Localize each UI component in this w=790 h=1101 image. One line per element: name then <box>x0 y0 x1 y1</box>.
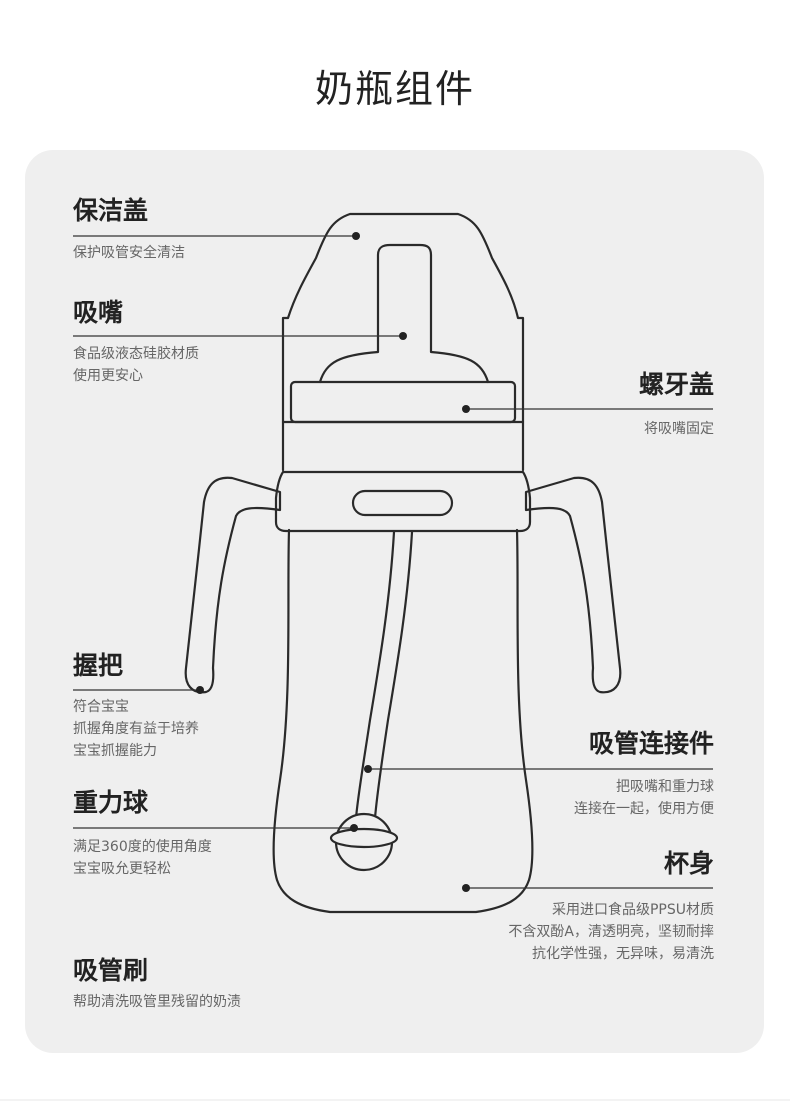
left-handle-shape <box>184 476 282 694</box>
straw-shape-inner <box>373 530 414 820</box>
screw-cap-desc-1: 将吸嘴固定 <box>644 421 714 437</box>
label-gravity-ball: 重力球 满足360度的使用角度 宝宝吸允更轻松 <box>73 788 212 880</box>
label-handle: 握把 符合宝宝 抓握角度有益于培养 宝宝抓握能力 <box>73 651 199 762</box>
body-desc-3: 抗化学性强，无异味，易清洗 <box>532 946 714 962</box>
gravity-ball-desc-2: 宝宝吸允更轻松 <box>73 861 171 877</box>
screw-collar-band <box>289 380 517 424</box>
brush-desc-1: 帮助清洗吸管里残留的奶渍 <box>73 994 241 1010</box>
collar-window-shape <box>351 489 454 517</box>
nipple-name: 吸嘴 <box>73 298 124 327</box>
screw-cap-name: 螺牙盖 <box>638 370 714 399</box>
connector-desc-2: 连接在一起，使用方便 <box>574 801 714 817</box>
nipple-desc-1: 食品级液态硅胶材质 <box>73 346 199 362</box>
straw-shape <box>354 530 396 820</box>
protective-cap-shape <box>281 212 525 472</box>
page-title: 奶瓶组件 <box>314 67 475 111</box>
label-nipple: 吸嘴 食品级液态硅胶材质 使用更安心 <box>73 298 199 387</box>
cup-body-shape <box>272 528 534 914</box>
diagram-panel <box>25 150 764 1053</box>
brush-name: 吸管刷 <box>73 956 149 985</box>
gravity-ball-name: 重力球 <box>73 788 149 817</box>
gravity-ball-ring <box>329 827 399 849</box>
label-screw-cap: 螺牙盖 将吸嘴固定 <box>639 370 714 440</box>
body-desc-2: 不含双酚A，清透明亮，坚韧耐摔 <box>508 924 714 940</box>
cap-name: 保洁盖 <box>73 196 149 225</box>
handle-desc-3: 宝宝抓握能力 <box>73 743 157 759</box>
label-connector: 吸管连接件 把吸嘴和重力球 连接在一起，使用方便 <box>574 729 714 820</box>
cap-desc-1: 保护吸管安全清洁 <box>73 245 185 261</box>
connector-desc-1: 把吸嘴和重力球 <box>616 779 714 795</box>
body-name: 杯身 <box>663 849 714 878</box>
gravity-ball-desc-1: 满足360度的使用角度 <box>73 839 212 855</box>
nipple-shape <box>318 243 490 384</box>
body-desc-1: 采用进口食品级PPSU材质 <box>551 902 714 918</box>
handle-name: 握把 <box>73 651 124 680</box>
handle-desc-2: 抓握角度有益于培养 <box>73 721 199 737</box>
label-body: 杯身 采用进口食品级PPSU材质 不含双酚A，清透明亮，坚韧耐摔 抗化学性强，无… <box>508 849 714 965</box>
collar-ring-shape <box>274 470 532 533</box>
connector-name: 吸管连接件 <box>588 729 714 758</box>
label-brush: 吸管刷 帮助清洗吸管里残留的奶渍 <box>73 956 241 1013</box>
bottom-divider <box>0 1099 790 1101</box>
right-handle-shape <box>524 476 622 694</box>
label-cap: 保洁盖 保护吸管安全清洁 <box>73 196 185 264</box>
handle-desc-1: 符合宝宝 <box>73 699 129 715</box>
nipple-desc-2: 使用更安心 <box>73 368 143 384</box>
